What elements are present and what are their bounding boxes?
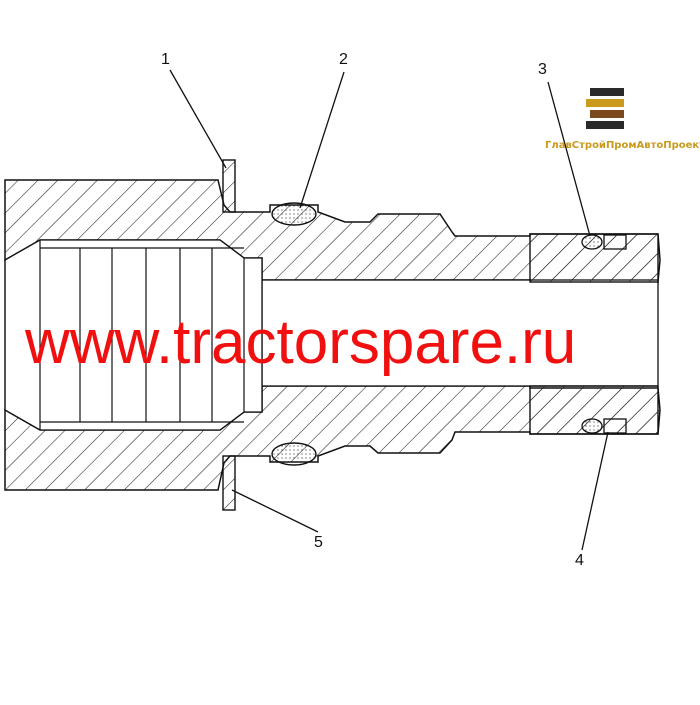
small-seal-bottom (581, 418, 603, 434)
right-sleeve-top (529, 233, 659, 283)
watermark-url: www.tractorspare.ru (25, 308, 577, 377)
callout-4: 4 (575, 552, 584, 569)
callout-1: 1 (161, 51, 170, 68)
washer-plate-top (222, 159, 236, 213)
callout-3: 3 (538, 61, 547, 78)
center-bore (261, 279, 659, 387)
backup-ring-top (603, 234, 627, 250)
leader-1 (169, 69, 227, 169)
washer-plate-bottom (222, 455, 236, 511)
o-ring-bottom (271, 442, 317, 466)
o-ring-top (271, 202, 317, 226)
socket-threads (4, 240, 245, 430)
leader-3 (547, 81, 591, 237)
logo-text: ГлавСтройПромАвтоПроект (545, 140, 700, 151)
callout-5: 5 (314, 534, 323, 551)
small-seal-top (581, 234, 603, 250)
company-logo-icon (586, 88, 624, 129)
leader-lines (169, 69, 609, 551)
leader-5 (231, 489, 319, 533)
backup-ring-bottom (603, 418, 627, 434)
leader-4 (581, 431, 609, 551)
leader-2 (299, 71, 345, 209)
left-socket (4, 239, 263, 431)
callout-2: 2 (339, 51, 348, 68)
